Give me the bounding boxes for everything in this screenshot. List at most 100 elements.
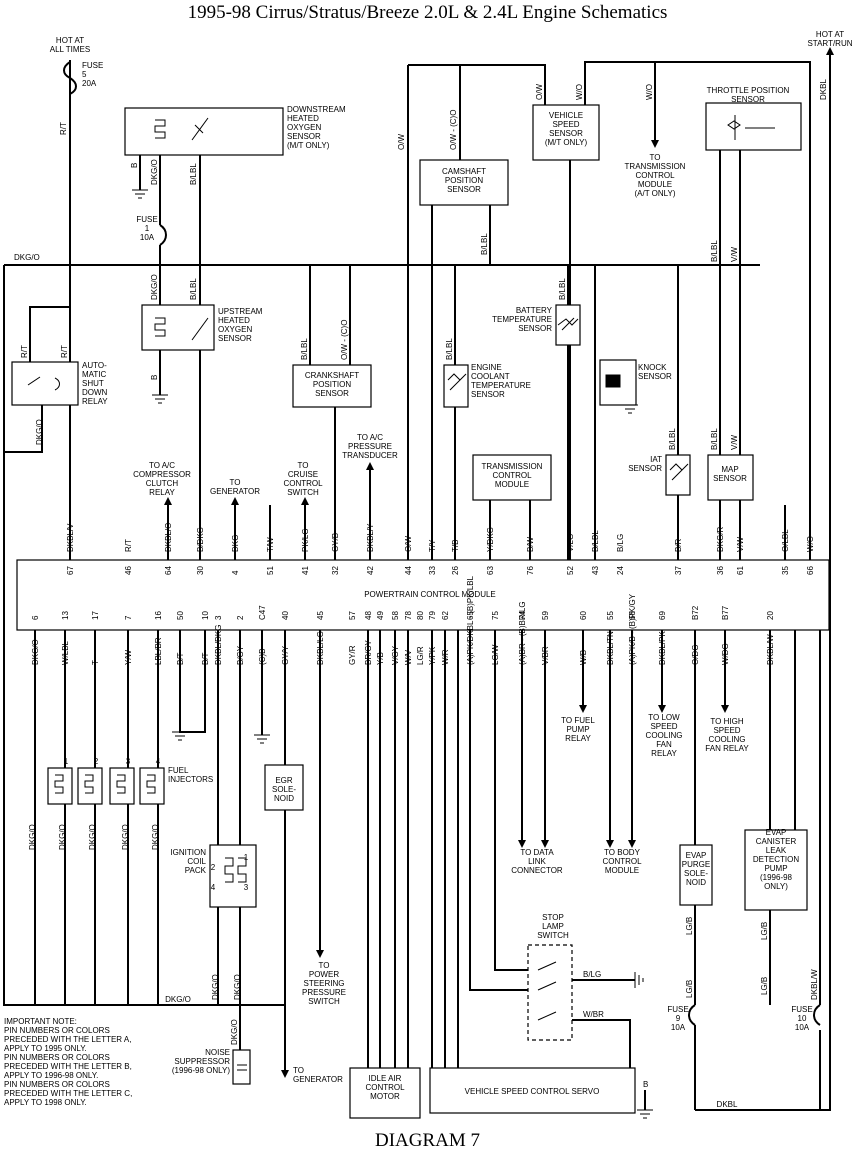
vscs-label: VEHICLE SPEED CONTROL SERVO [465,1087,600,1096]
top-pin-number: 66 [806,566,815,575]
tcm-top-label: TO [650,153,661,162]
wire-color-label: DKG/O [28,824,37,850]
diagram-title: 1995-98 Cirrus/Stratus/Breeze 2.0L & 2.4… [187,2,668,23]
wire-color-label: V/W [730,434,739,450]
arrow-down-icon [606,840,614,848]
top-pin-wire-label: B/LG [616,534,625,552]
high-fan-relay-label: SPEED [713,726,740,735]
egr-box [264,764,304,811]
bottom-pin-number: 55 [606,611,615,620]
heater-icon [154,317,166,337]
noise-box [232,1049,251,1085]
important-note: PRECEDED WITH THE LETTER B, [4,1062,132,1071]
injector-wires [34,630,159,1005]
knock-element-icon [605,374,621,388]
wire-color-label: B [150,375,159,380]
asd-relay-label: SHUT [82,379,104,388]
top-pin-number: 24 [616,566,625,575]
evap-purge-label: NOID [686,878,706,887]
thermistor-icon [447,373,467,391]
arrow-down-icon [628,840,636,848]
bottom-pin-number: 58 [391,611,400,620]
arrow-down-icon [518,840,526,848]
upstream-o2-label: SENSOR [218,334,252,343]
ground-icon [132,189,148,199]
top-pin-number: 64 [164,566,173,575]
cruise-switch-label: CRUISE [288,470,318,479]
fuse-10-label: 10 [798,1014,807,1023]
bottom-pin-wire-label: T [91,660,100,665]
bottom-pin-number: 74 [518,611,527,620]
generator-label: TO [230,478,241,487]
dkblw-wire [794,630,821,1110]
dkbl-wire-label: DKBL [819,79,828,100]
tcm-top-label: CONTROL [635,171,675,180]
noise-suppressor-label: (1996-98 ONLY) [172,1066,230,1075]
top-pin-wire-label: T/B [451,540,460,552]
bottom-pin-number: B72 [691,605,700,620]
low-fan-relay-label: COOLING [646,731,683,740]
injector-4-box [139,767,165,805]
wire-color-label: B/LBL [558,278,567,300]
pcm-output-stubs [167,470,371,560]
iac-box [349,1067,421,1119]
vss-box [532,104,600,161]
bottom-pin-wire-label: Y/W [124,649,133,665]
top-pin-wire-label: B/LBL [591,530,600,552]
wire-color-label: B/LBL [300,338,309,360]
hot-at-all-times-label: ALL TIMES [50,45,90,54]
wire-color-label: R/T [60,345,69,358]
top-pin-number: 63 [486,566,495,575]
bottom-pin-wire-label: LG/R [416,646,425,665]
bottom-pin-number: 62 [441,611,450,620]
bottom-pin-number: 57 [348,611,357,620]
stop-lamp-switch-label: STOP [542,913,564,922]
switch-contacts-icon [537,961,557,1021]
ac-pressure-label: TO A/C [357,433,383,442]
top-pin-wire-label: B/DKG [196,527,205,552]
servo-ground-label: B [643,1080,648,1089]
bottom-pin-number: 68 [628,611,637,620]
important-note: IMPORTANT NOTE: [4,1017,77,1026]
injector-2-box [77,767,103,805]
bottom-pin-wire-label: W/R [441,649,450,665]
tcm-box-label: TRANSMISSION [482,462,543,471]
ect-label: ENGINE [471,363,502,372]
arrow-down-icon [579,705,587,713]
camshaft-sensor-label: CAMSHAFT [442,167,486,176]
cruise-switch-label: SWITCH [287,488,319,497]
bottom-pin-wire-label: Y/PK [428,646,437,665]
upstream-o2-label: HEATED [218,316,250,325]
bottom-pin-wire-label: LBL/BR [154,637,163,665]
bottom-pin-wire-label: B/T [201,652,210,665]
ect-label: SENSOR [471,390,505,399]
iac-motor-label: MOTOR [370,1092,400,1101]
battery-temp-box [555,304,581,346]
cruise-switch-label: CONTROL [283,479,323,488]
arrow-down-icon [658,705,666,713]
evap-purge-box [679,844,713,906]
component-glyphs [27,115,775,1071]
ignition-coil-label: IGNITION [170,848,206,857]
ect-label: COOLANT [471,372,510,381]
relay-arrow-wires [582,630,726,705]
important-note: APPLY TO 1995 ONLY. [4,1044,87,1053]
bottom-pin-number: 50 [176,611,185,620]
battery-temp-label: BATTERY [516,306,553,315]
dlc-label: TO DATA [520,848,554,857]
ignition-coil-label: COIL [187,857,206,866]
wire-color-label: B/LBL [189,163,198,185]
injector-1-box [47,767,73,805]
component-boxes [11,102,830,1119]
bottom-pin-wire-label: GY/Y [281,645,290,665]
top-pin-number: 26 [451,566,460,575]
bottom-pin-number: 13 [61,611,70,620]
bottom-pin-number: 20 [766,611,775,620]
bottom-pin-number: 2 [236,615,245,620]
stop-lamp-switch-label: LAMP [542,922,564,931]
ps-switch-label: TO [319,961,330,970]
heater-icon [154,119,166,139]
top-pin-wire-label: B/R [674,538,683,552]
ac-clutch-label: RELAY [149,488,175,497]
bottom-pin-number: 3 [214,615,223,620]
